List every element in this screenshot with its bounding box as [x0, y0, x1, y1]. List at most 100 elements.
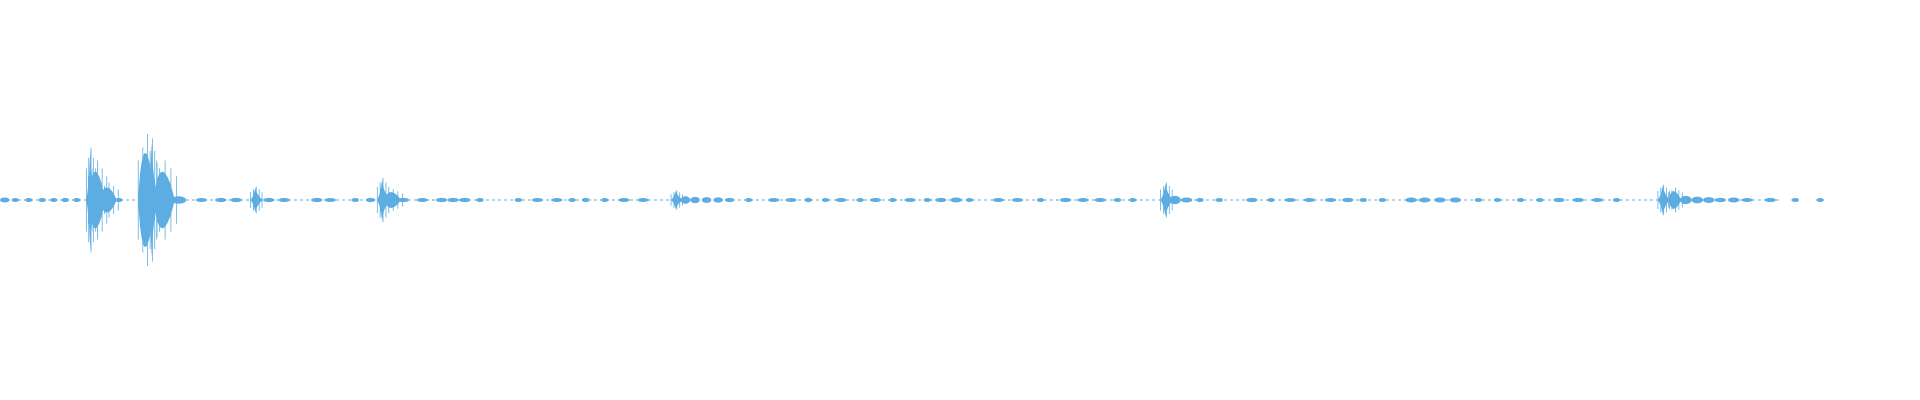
waveform-blip	[568, 198, 576, 202]
waveform-blip	[1246, 197, 1258, 203]
waveform-blip	[581, 197, 590, 203]
waveform-blip	[551, 198, 563, 202]
waveform-blip	[1553, 197, 1565, 203]
waveform-blip	[785, 198, 797, 202]
waveform-blip	[1405, 197, 1417, 203]
waveform-blip	[768, 198, 780, 202]
waveform-blip	[311, 197, 323, 203]
waveform-blip	[690, 196, 700, 204]
waveform-blip	[1284, 198, 1296, 202]
waveform-blip	[713, 197, 723, 203]
waveform-blip	[1128, 198, 1137, 202]
waveform-blip	[1816, 198, 1825, 202]
waveform-blip	[397, 197, 409, 203]
waveform-blip	[1059, 197, 1072, 203]
waveform-blip	[447, 197, 459, 203]
waveform-blip	[804, 197, 813, 203]
waveform-blip	[618, 198, 630, 202]
waveform-blip	[744, 198, 753, 202]
waveform-blip	[195, 198, 208, 202]
waveform-blip	[869, 198, 882, 202]
waveform-blip	[701, 197, 712, 203]
waveform-blip	[600, 198, 609, 202]
waveform-spike	[377, 179, 390, 221]
waveform-blip	[1180, 197, 1193, 203]
waveform-blip	[11, 198, 20, 202]
waveform-blip	[1612, 198, 1621, 202]
waveform-blip	[170, 196, 187, 204]
waveform-blip	[637, 198, 649, 202]
waveform-blip	[965, 198, 974, 202]
waveform-blip	[950, 197, 962, 203]
waveform-blip	[1764, 197, 1776, 203]
waveform-blip	[1474, 198, 1483, 202]
waveform-blip	[1359, 198, 1368, 202]
waveform-blip	[1572, 197, 1584, 203]
waveform-burst	[1668, 191, 1682, 209]
waveform-blip	[1691, 196, 1704, 204]
waveform-blip	[1196, 198, 1204, 202]
waveform-blip	[856, 198, 864, 202]
waveform-blip	[514, 198, 523, 202]
waveform-blip	[1215, 198, 1224, 202]
waveform-blip	[38, 198, 47, 202]
waveform-blip	[821, 198, 830, 202]
waveform-blip	[1516, 198, 1525, 202]
waveform-blip	[1728, 197, 1740, 203]
waveform-blip	[351, 198, 360, 202]
waveform-blip	[531, 198, 544, 202]
waveform-blip	[365, 197, 376, 203]
waveform-blip	[1449, 197, 1462, 203]
waveform-blip	[1791, 198, 1800, 202]
waveform-blip	[1267, 198, 1275, 202]
waveform-blip	[1342, 197, 1354, 203]
waveform-blip	[1536, 198, 1544, 202]
waveform-blip	[435, 197, 448, 203]
waveform-burst	[153, 171, 175, 229]
waveform-blip	[115, 198, 123, 202]
waveform-blip	[1378, 198, 1387, 202]
waveform-spike	[671, 190, 684, 210]
waveform-blip	[888, 198, 897, 202]
waveform-blip	[724, 197, 735, 203]
waveform-blip	[230, 197, 242, 203]
waveform-blip	[458, 197, 471, 203]
waveform-blip	[0, 197, 10, 203]
waveform-peaks	[0, 134, 1825, 266]
waveform-blip	[1077, 198, 1089, 202]
waveform-blip	[24, 198, 33, 202]
waveform-spike	[1657, 185, 1671, 215]
waveform-blip	[416, 198, 429, 202]
waveform-blip	[324, 198, 336, 202]
waveform-blip	[1493, 198, 1502, 202]
waveform-blip	[904, 198, 916, 202]
waveform-blip	[835, 198, 847, 202]
waveform-blip	[215, 197, 227, 203]
waveform-blip	[680, 196, 691, 204]
waveform-blip	[1036, 198, 1045, 202]
waveform-blip	[1094, 198, 1106, 202]
waveform-blip	[1703, 197, 1715, 203]
waveform-blip	[1741, 198, 1753, 202]
waveform-spike	[1160, 183, 1174, 217]
waveform-blip	[1418, 197, 1431, 203]
waveform-blip	[1011, 198, 1024, 202]
waveform-blip	[1324, 198, 1337, 202]
waveform-blip	[263, 197, 275, 203]
waveform-blip	[1591, 198, 1604, 202]
waveform-blip	[1113, 198, 1122, 202]
waveform-blip	[1714, 197, 1727, 203]
waveform-blip	[278, 198, 290, 202]
waveform-blip	[476, 198, 484, 202]
waveform-blip	[49, 198, 58, 202]
waveform-blip	[1680, 195, 1692, 205]
waveform-blip	[992, 198, 1005, 202]
waveform-blip	[61, 197, 70, 203]
waveform-blip	[923, 198, 932, 202]
waveform-blip	[1169, 195, 1181, 205]
waveform-blip	[1303, 198, 1316, 202]
waveform-blip	[1434, 197, 1446, 203]
waveform-spike	[250, 187, 264, 213]
